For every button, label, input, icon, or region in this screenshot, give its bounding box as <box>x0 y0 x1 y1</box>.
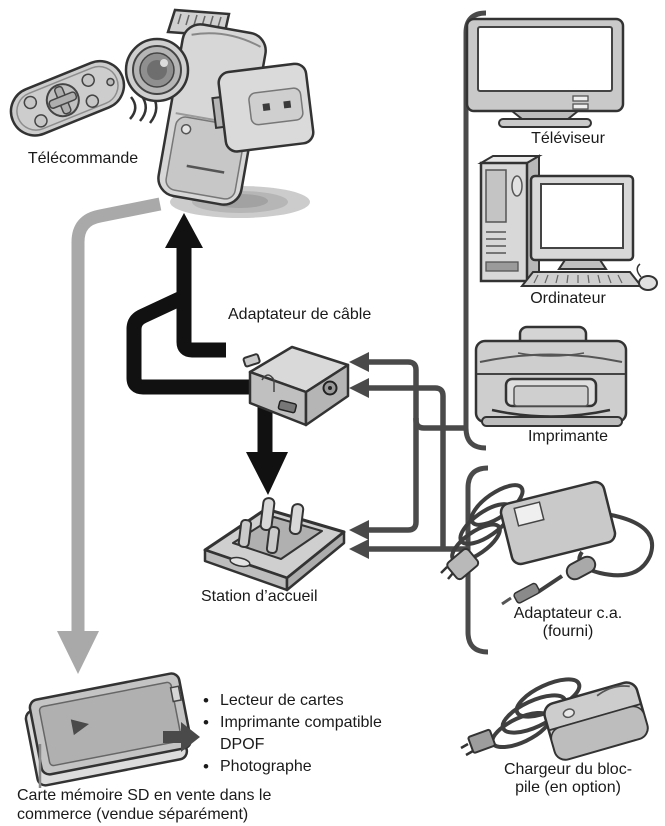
sd-card-caption-line1: Carte mémoire SD en vente dans le <box>17 787 272 804</box>
bracket-av-devices <box>463 10 487 451</box>
line-devices-to-station-1 <box>366 418 419 533</box>
list-item: Photographe <box>203 756 415 778</box>
sd-card-caption-line2: commerce (vendue séparément) <box>17 806 249 823</box>
label-ac-adapter-line1: Adaptateur c.a. <box>513 605 623 622</box>
sd-destinations-list: Lecteur de cartes Imprimante compatible … <box>203 690 415 778</box>
camcorder-lcd-panel <box>211 62 315 153</box>
label-computer: Ordinateur <box>530 290 606 307</box>
tv-illustration <box>465 17 625 128</box>
ac-adapter-illustration <box>440 480 654 606</box>
list-item: Imprimante compatible DPOF <box>203 712 415 756</box>
camcorder-illustration <box>124 8 315 206</box>
arrow-adapter-to-camera <box>165 213 226 358</box>
label-docking-station: Station d’accueil <box>201 588 318 605</box>
list-item: Lecteur de cartes <box>203 690 415 712</box>
label-charger: Chargeur du bloc- pile (en option) <box>478 761 658 797</box>
label-cable-adapter: Adaptateur de câble <box>228 306 372 323</box>
label-charger-line2: pile (en option) <box>515 779 621 796</box>
connector-arrowheads <box>349 352 369 559</box>
battery-charger-illustration <box>460 677 649 761</box>
label-printer: Imprimante <box>527 428 609 445</box>
label-ac-adapter: Adaptateur c.a. (fourni) <box>478 605 658 641</box>
label-tv: Téléviseur <box>531 130 605 147</box>
cable-adapter-illustration <box>242 345 350 427</box>
sd-card-illustration <box>24 672 193 787</box>
arrow-camera-to-sd-card <box>57 197 162 674</box>
computer-illustration <box>477 154 658 291</box>
docking-station-illustration <box>203 497 346 592</box>
sd-card-caption: Carte mémoire SD en vente dans le commer… <box>17 786 271 824</box>
label-ac-adapter-line2: (fourni) <box>542 623 594 640</box>
line-ac-to-adapter <box>366 385 446 549</box>
arrow-sd-to-destinations <box>163 722 200 752</box>
line-devices-to-adapter-1 <box>366 359 466 431</box>
label-remote: Télécommande <box>27 150 139 167</box>
connector-lines <box>366 359 468 552</box>
label-charger-line1: Chargeur du bloc- <box>503 761 633 778</box>
printer-illustration <box>474 325 628 427</box>
remote-control-illustration <box>9 59 126 137</box>
